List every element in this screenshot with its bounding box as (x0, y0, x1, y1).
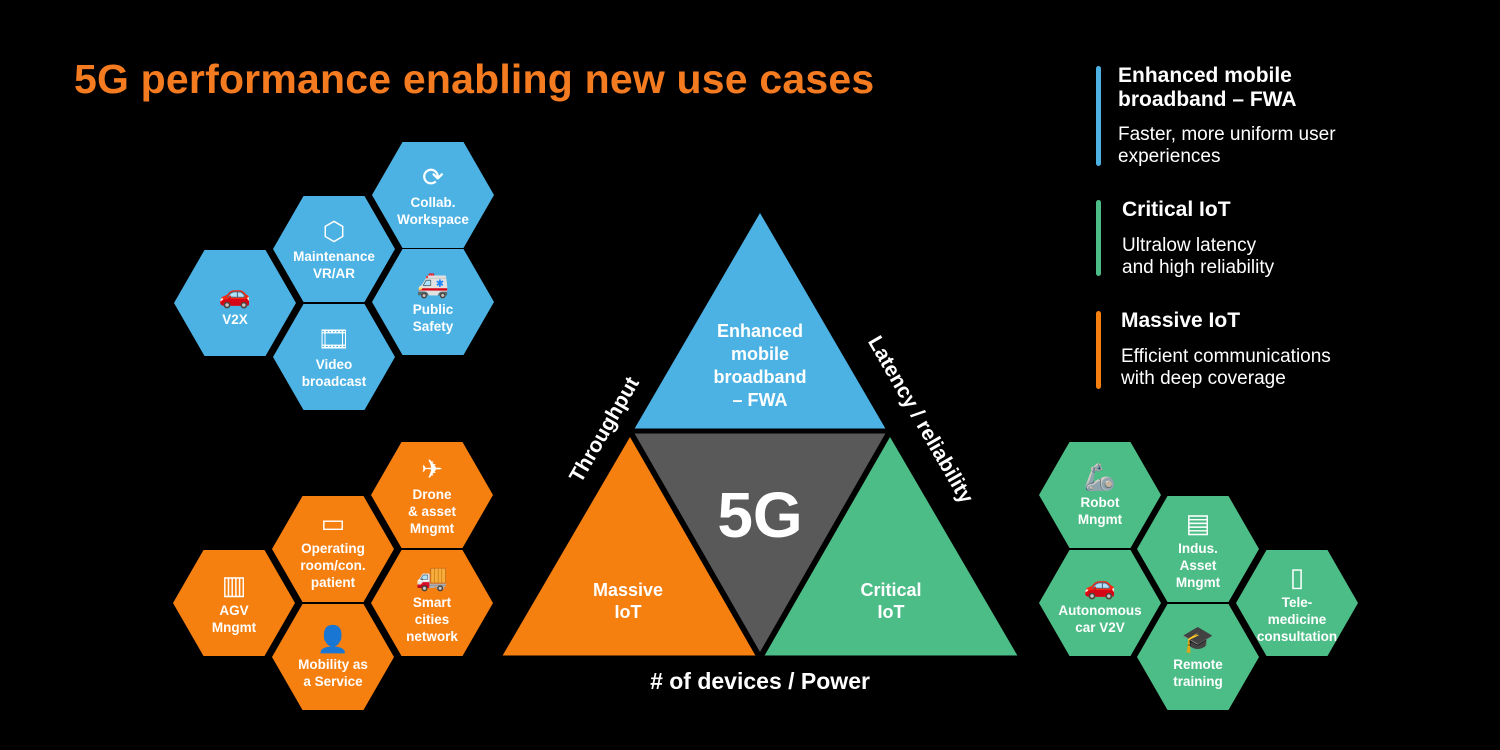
hex-label: Collab. Workspace (397, 195, 469, 227)
hex-remote-training: 🎓 Remote training (1137, 604, 1259, 710)
hex-mobility-service: 👤 Mobility as a Service (272, 604, 394, 710)
legend-heading: Enhanced mobile broadband – FWA (1118, 64, 1297, 111)
hex-public-safety: 🚑 Public Safety (372, 249, 494, 355)
hex-operating-room: ▭ Operating room/con. patient (272, 496, 394, 602)
industrial-device-icon: ▤ (1185, 507, 1211, 538)
triangle-label-critical-iot: Critical IoT (860, 580, 922, 622)
legend-color-bar (1096, 200, 1101, 276)
hex-label: V2X (222, 311, 248, 327)
hex-label: Tele- medicine consultation (1256, 594, 1338, 644)
hex-label: Drone & asset Mngmt (407, 486, 457, 536)
legend-description: Efficient communications with deep cover… (1121, 346, 1331, 389)
hex-label: AGV Mngmt (211, 603, 257, 635)
sync-icon: ⟳ (422, 162, 444, 192)
vr-cube-icon: ⬡ (322, 216, 346, 246)
triangle-embb (629, 207, 891, 432)
hex-agv: ▥ AGV Mngmt (173, 550, 295, 656)
page-title: 5G performance enabling new use cases (74, 56, 875, 102)
robot-arm-icon: 🦾 (1083, 462, 1117, 492)
hex-label: Video broadcast (301, 357, 367, 389)
triangle-massive-iot (497, 431, 761, 659)
hex-label: Robot Mngmt (1077, 495, 1123, 527)
hex-label: Operating room/con. patient (300, 540, 366, 590)
hex-label: Smart cities network (406, 594, 458, 644)
car-signal-icon: 🚗 (1083, 570, 1117, 600)
connected-cars-icon: 🚗 (218, 278, 252, 309)
triangle-critical-iot (759, 431, 1023, 659)
hex-indus-asset: ▤ Indus. Asset Mngmt (1137, 496, 1259, 602)
triangle-label-massive-iot: Massive IoT (592, 580, 664, 622)
hex-label: Public Safety (412, 302, 454, 334)
legend-color-bar (1096, 311, 1101, 389)
hex-label: Maintenance VR/AR (293, 249, 375, 281)
legend-color-bar (1096, 66, 1101, 166)
hex-label: Remote training (1173, 657, 1223, 689)
axis-label-devices-power: # of devices / Power (650, 668, 870, 694)
video-film-icon: 🎞 (317, 324, 351, 354)
hex-label: Mobility as a Service (298, 657, 368, 689)
hex-smart-cities: 🚚 Smart cities network (371, 550, 493, 656)
hex-video-broadcast: 🎞 Video broadcast (273, 304, 395, 410)
tablet-graduate-icon: 🎓 (1181, 624, 1215, 654)
legend-description: Ultralow latency and high reliability (1122, 235, 1275, 278)
hex-drone: ✈ Drone & asset Mngmt (371, 442, 493, 548)
triangle-label-5g: 5G (717, 479, 803, 551)
vr-headset-icon: ▭ (320, 507, 346, 538)
legend-heading: Critical IoT (1122, 198, 1231, 221)
person-gear-icon: 👤 (316, 624, 350, 654)
hex-label: Indus. Asset Mngmt (1175, 540, 1221, 590)
hex-label: Autonomous car V2V (1058, 603, 1142, 635)
agv-icon: ▥ (221, 570, 247, 600)
ambulance-icon: 🚑 (416, 269, 450, 299)
hex-maintenance-vr-ar: ⬡ Maintenance VR/AR (273, 196, 395, 302)
triangle-label-embb: Enhanced mobile broadband – FWA (713, 321, 807, 410)
drone-icon: ✈ (421, 453, 443, 484)
tablet-doctor-icon: ▯ (1289, 561, 1305, 592)
truck-icon: 🚚 (415, 561, 449, 592)
hex-autonomous-car: 🚗 Autonomous car V2V (1039, 550, 1161, 656)
hex-collab-workspace: ⟳ Collab. Workspace (372, 142, 494, 248)
hex-telemedicine: ▯ Tele- medicine consultation (1236, 550, 1358, 656)
legend-heading: Massive IoT (1121, 309, 1241, 332)
triangle-5g-core (629, 430, 891, 659)
hex-robot: 🦾 Robot Mngmt (1039, 442, 1161, 548)
legend-description: Faster, more uniform user experiences (1118, 124, 1336, 167)
